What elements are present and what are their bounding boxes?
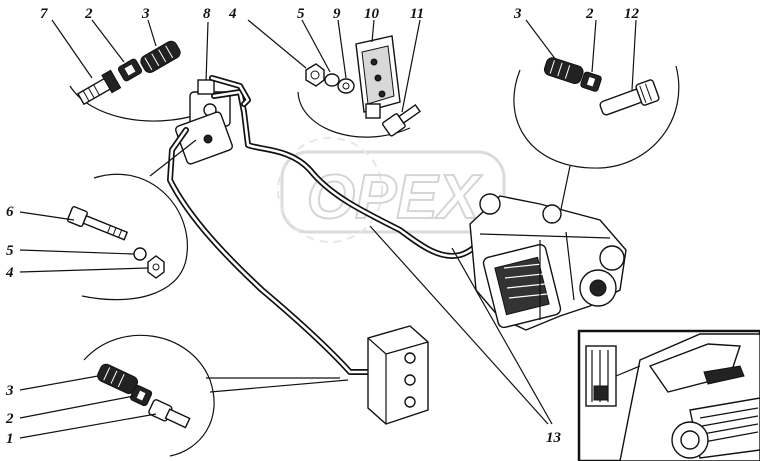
leader-2-tr <box>591 19 597 73</box>
fitting-1 <box>148 399 191 429</box>
detail-circle-arc-3 <box>513 65 680 169</box>
leader-12 <box>631 19 637 91</box>
leader-8 <box>205 21 209 83</box>
callout-10: 10 <box>364 6 380 22</box>
washer-5-top <box>324 73 340 87</box>
clamp-2-bottom <box>130 385 153 407</box>
callout-8: 8 <box>203 6 211 22</box>
leader-2-tl <box>91 19 125 63</box>
clamp-2-top-right <box>580 71 602 92</box>
callout-3-top-right: 3 <box>513 6 522 22</box>
callout-9: 9 <box>333 6 341 22</box>
callout-4-left: 4 <box>5 265 14 281</box>
leader-5-top <box>301 19 331 73</box>
leader-13-a <box>369 225 549 425</box>
callout-1: 1 <box>6 431 14 447</box>
callout-3-top-left: 3 <box>141 6 150 22</box>
clamp-2 <box>117 58 143 82</box>
detail-pointer-lm <box>149 139 197 177</box>
truck-inset <box>577 329 760 461</box>
leader-2-bl <box>19 395 135 419</box>
hose-3-top-right <box>543 57 584 85</box>
tee-valve-8 <box>175 79 233 165</box>
brake-assembly <box>469 193 627 331</box>
leader-7 <box>51 19 93 79</box>
callout-13-group: 13 <box>369 225 562 446</box>
detail-circle-arc-5 <box>83 334 215 457</box>
leader-1 <box>19 413 157 439</box>
leader-11 <box>401 19 421 113</box>
detail-pointer-bl-2 <box>209 379 349 393</box>
leader-10 <box>371 19 375 43</box>
leader-9 <box>337 19 347 79</box>
detail-circle-arc-4 <box>81 173 188 301</box>
callout-7: 7 <box>40 6 48 22</box>
leader-6 <box>19 211 75 221</box>
callout-4-top: 4 <box>228 6 237 22</box>
callout-2-top-right: 2 <box>585 6 594 22</box>
leader-3-tr <box>525 19 557 61</box>
callout-13: 13 <box>546 430 562 446</box>
detail-pointer-tr <box>559 165 571 215</box>
bracket-plate-10 <box>355 35 401 119</box>
coupling-block <box>367 325 429 425</box>
washer-5-left <box>133 247 147 261</box>
detail-top-right: 3 2 12 <box>513 6 680 215</box>
callout-5-top: 5 <box>297 6 305 22</box>
callout-6: 6 <box>6 204 14 220</box>
leader-5-left <box>19 249 135 255</box>
fitting-7 <box>76 69 122 106</box>
fitting-12 <box>599 79 660 116</box>
hose-3-bottom <box>97 363 139 395</box>
leader-4-left <box>19 267 149 273</box>
callout-3-bottom-left: 3 <box>5 383 14 399</box>
detail-top-middle: 4 5 9 10 11 <box>228 6 424 138</box>
callout-2-bottom-left: 2 <box>5 411 14 427</box>
bolt-6 <box>66 205 129 241</box>
leader-4-top <box>247 19 307 69</box>
watermark-text: OPEX <box>307 163 483 232</box>
leader-3-tl <box>147 19 157 47</box>
bolt-11 <box>382 103 421 137</box>
callout-12: 12 <box>624 6 640 22</box>
callout-2-top-left: 2 <box>84 6 93 22</box>
hose-3 <box>140 40 181 73</box>
callout-11: 11 <box>410 6 424 22</box>
leader-13-b <box>451 247 553 425</box>
brake-tubes <box>167 75 543 375</box>
watermark-logo: OPEX <box>277 137 506 243</box>
leader-3-bl <box>19 375 99 391</box>
detail-bottom-left: 3 2 1 <box>5 334 349 457</box>
detail-top-left: 7 2 3 8 <box>40 6 211 122</box>
detail-left-middle: 6 5 4 <box>5 139 197 301</box>
callout-5-left: 5 <box>6 243 14 259</box>
